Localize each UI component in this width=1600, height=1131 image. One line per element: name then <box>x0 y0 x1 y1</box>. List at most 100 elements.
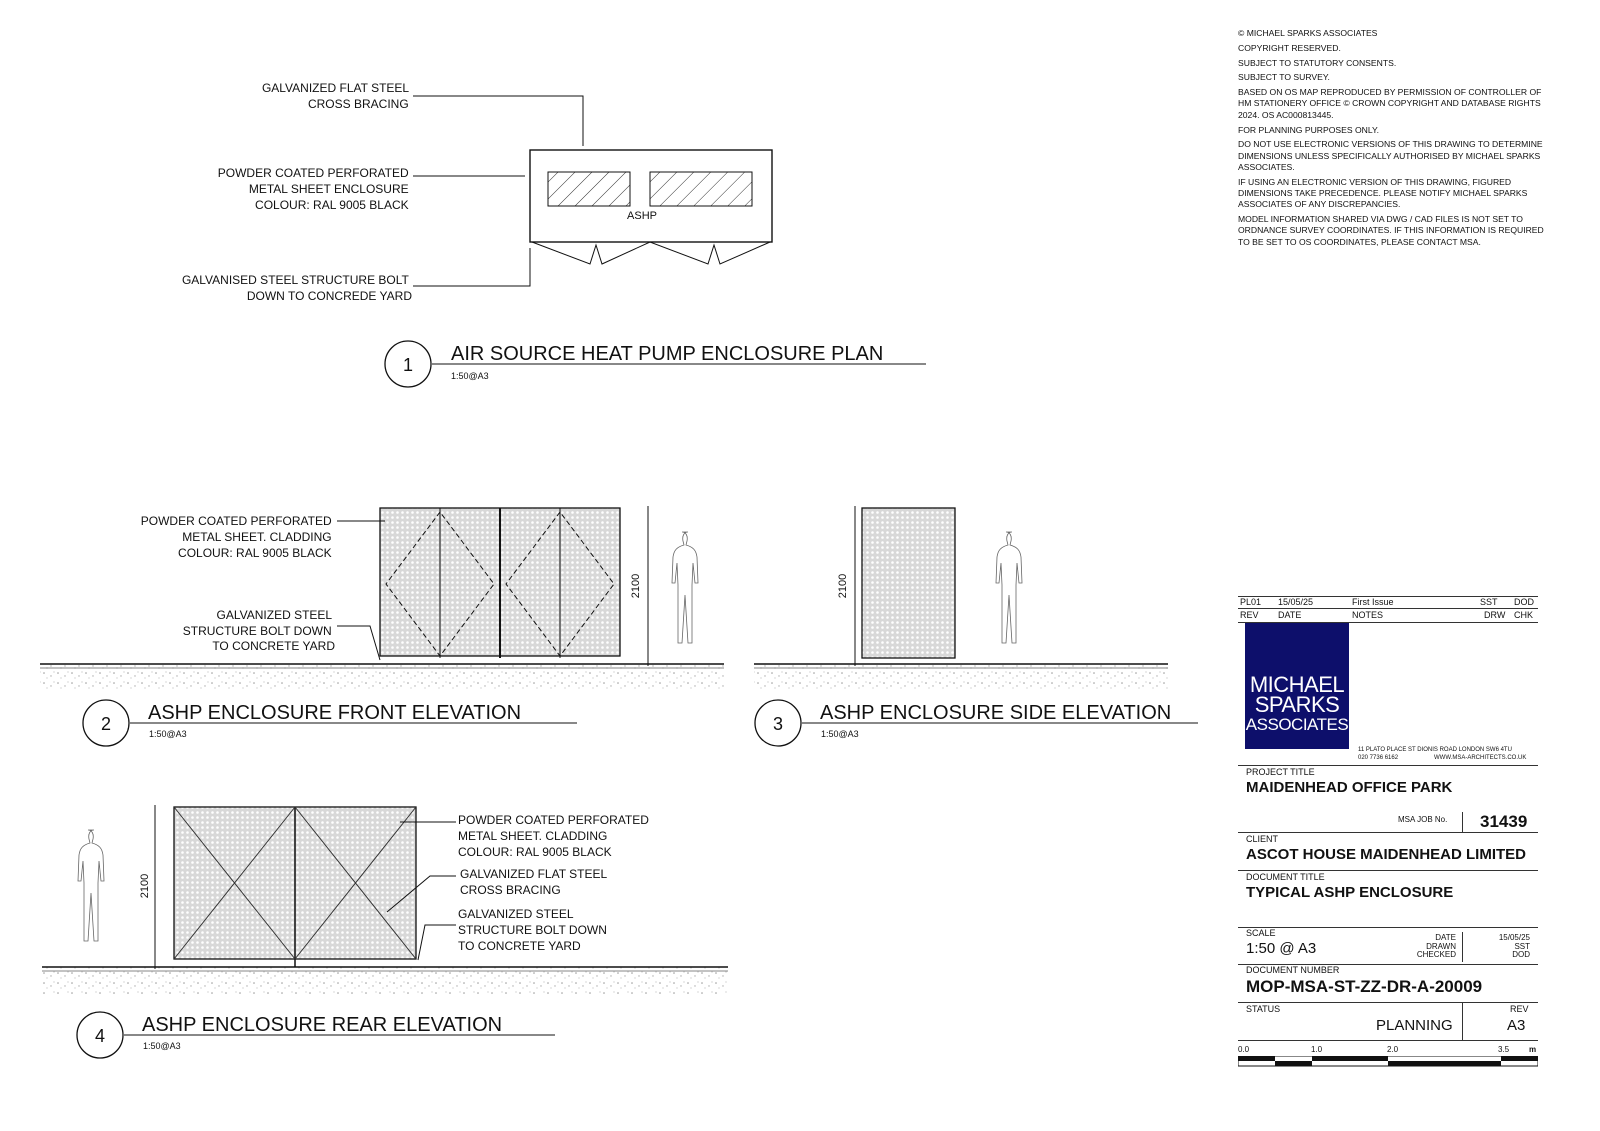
rev-header: REV <box>1240 610 1259 620</box>
note: COPYRIGHT RESERVED. <box>1238 42 1341 53</box>
project-title: MAIDENHEAD OFFICE PARK <box>1246 779 1453 796</box>
rev-drawn: SST <box>1480 597 1498 607</box>
view-scale: 1:50@A3 <box>451 371 489 381</box>
scale-tick: 2.0 <box>1387 1045 1399 1054</box>
chk-header: CHK <box>1514 610 1534 620</box>
label: METAL SHEET. CLADDING <box>458 829 607 843</box>
rev-checked: DOD <box>1514 597 1534 607</box>
copyright-notes: © MICHAEL SPARKS ASSOCIATES COPYRIGHT RE… <box>1238 28 1548 252</box>
drawn-value: SST <box>1514 941 1530 951</box>
doc-title: TYPICAL ASHP ENCLOSURE <box>1246 884 1454 901</box>
project-label: PROJECT TITLE <box>1246 767 1315 777</box>
company-logo: MICHAEL SPARKS ASSOCIATES <box>1245 623 1349 749</box>
label: METAL SHEET ENCLOSURE <box>249 182 409 196</box>
label: CROSS BRACING <box>460 883 561 897</box>
note: FOR PLANNING PURPOSES ONLY. <box>1238 124 1380 135</box>
rev-value: A3 <box>1507 1017 1526 1034</box>
note: MODEL INFORMATION SHARED VIA DWG / CAD F… <box>1238 214 1544 247</box>
phone: 020 7736 6162 <box>1358 755 1399 761</box>
drawn-label: DRAWN <box>1426 941 1456 951</box>
label: METAL SHEET. CLADDING <box>182 530 331 544</box>
note: SUBJECT TO SURVEY. <box>1238 72 1330 83</box>
label: DOWN TO CONCREDE YARD <box>247 289 412 303</box>
client-label: CLIENT <box>1246 834 1279 844</box>
label: TO CONCRETE YARD <box>212 639 335 653</box>
label: POWDER COATED PERFORATED <box>218 166 409 180</box>
scale-tick: 0.0 <box>1238 1045 1250 1054</box>
rev-code: PL01 <box>1240 597 1262 607</box>
scale-unit: m <box>1529 1045 1537 1054</box>
view-number: 1 <box>403 355 413 375</box>
label: COLOUR: RAL 9005 BLACK <box>178 546 332 560</box>
drw-header: DRW <box>1484 610 1506 620</box>
label: GALVANIZED FLAT STEEL <box>262 81 409 95</box>
svg-text:POWDER COATED PERFORATED: POWDER COATED PERFORATED METAL SHEET. CL… <box>458 813 652 953</box>
label: COLOUR: RAL 9005 BLACK <box>255 198 409 212</box>
rev-label: REV <box>1510 1004 1529 1014</box>
date-drawn-values: 15/05/25 SST DOD <box>1470 933 1530 960</box>
checked-value: DOD <box>1512 950 1530 959</box>
svg-text:POWDER COATED PERFORATED: POWDER COATED PERFORATED METAL SHEET. CL… <box>141 514 336 653</box>
checked-label: CHECKED <box>1416 950 1456 959</box>
dimension: 2100 <box>837 574 849 598</box>
label: TO CONCRETE YARD <box>458 939 581 953</box>
address: 11 PLATO PLACE ST DIONIS ROAD LONDON SW6… <box>1358 747 1512 753</box>
date-label: DATE <box>1435 933 1456 942</box>
logo-line: SPARKS <box>1254 692 1340 717</box>
status-label: STATUS <box>1246 1004 1281 1014</box>
label: GALVANISED STEEL STRUCTURE BOLT <box>182 273 410 287</box>
job-label: MSA JOB No. <box>1398 815 1448 824</box>
note: BASED ON OS MAP REPRODUCED BY PERMISSION… <box>1238 87 1542 120</box>
plan-view: ASHP GALVANIZED FLAT STEEL CROSS BRACING… <box>182 81 926 388</box>
dimension: 2100 <box>630 574 642 598</box>
svg-text:GALVANIZED FLAT STEEL CR: GALVANIZED FLAT STEEL CROSS BRACING POWD… <box>182 81 412 303</box>
client-name: ASCOT HOUSE MAIDENHEAD LIMITED <box>1246 846 1527 863</box>
label: POWDER COATED PERFORATED <box>458 813 649 827</box>
label: GALVANIZED FLAT STEEL <box>460 867 607 881</box>
label: GALVANIZED STEEL <box>217 608 333 622</box>
doc-title-label: DOCUMENT TITLE <box>1246 872 1325 882</box>
notes-header: NOTES <box>1352 610 1384 620</box>
label: COLOUR: RAL 9005 BLACK <box>458 845 612 859</box>
view-number: 4 <box>95 1026 105 1046</box>
scale-label: SCALE <box>1246 928 1276 938</box>
side-elevation: 2100 3 ASHP ENCLOSURE SIDE ELEVATION 1:5… <box>754 506 1198 747</box>
dimension: 2100 <box>139 874 151 898</box>
label: STRUCTURE BOLT DOWN <box>183 624 332 638</box>
front-elevation: 2100 POWDER COATED PERFORATED METAL SHEE… <box>40 506 724 747</box>
view-scale: 1:50@A3 <box>143 1041 181 1051</box>
view-number: 2 <box>101 714 111 734</box>
note: © MICHAEL SPARKS ASSOCIATES <box>1238 28 1378 38</box>
label: POWDER COATED PERFORATED <box>141 514 332 528</box>
view-title: ASHP ENCLOSURE REAR ELEVATION <box>142 1014 502 1036</box>
view-title: ASHP ENCLOSURE FRONT ELEVATION <box>148 702 521 724</box>
date-header: DATE <box>1278 610 1302 620</box>
status-value: PLANNING <box>1376 1017 1453 1034</box>
scale-value: 1:50 @ A3 <box>1246 940 1317 957</box>
view-title: ASHP ENCLOSURE SIDE ELEVATION <box>820 702 1171 724</box>
view-number: 3 <box>773 714 783 734</box>
docnum-label: DOCUMENT NUMBER <box>1246 965 1340 975</box>
date-drawn-labels: DATE DRAWN CHECKED <box>1400 933 1456 960</box>
logo-line: MICHAEL <box>1249 672 1345 697</box>
scale-tick: 3.5 <box>1498 1045 1510 1054</box>
scale-tick: 1.0 <box>1311 1045 1323 1054</box>
date-value: 15/05/25 <box>1498 933 1530 942</box>
view-scale: 1:50@A3 <box>149 729 187 739</box>
rev-notes: First Issue <box>1352 597 1394 607</box>
view-title: AIR SOURCE HEAT PUMP ENCLOSURE PLAN <box>451 343 883 365</box>
label: CROSS BRACING <box>308 97 409 111</box>
note: IF USING AN ELECTRONIC VERSION OF THIS D… <box>1238 176 1528 210</box>
ashp-unit-label: ASHP <box>627 210 657 222</box>
note: SUBJECT TO STATUTORY CONSENTS. <box>1238 57 1397 68</box>
job-number: 31439 <box>1480 812 1528 831</box>
note: DO NOT USE ELECTRONIC VERSIONS OF THIS D… <box>1238 139 1543 172</box>
label: STRUCTURE BOLT DOWN <box>458 923 607 937</box>
website: WWW.MSA-ARCHITECTS.CO.UK <box>1434 755 1527 761</box>
view-scale: 1:50@A3 <box>821 729 859 739</box>
rear-elevation: 2100 POWDER COATED PERFORATED METAL SHEE… <box>42 805 728 1059</box>
logo-line: ASSOCIATES <box>1245 715 1349 734</box>
label: GALVANIZED STEEL <box>458 907 574 921</box>
rev-date: 15/05/25 <box>1278 597 1314 607</box>
